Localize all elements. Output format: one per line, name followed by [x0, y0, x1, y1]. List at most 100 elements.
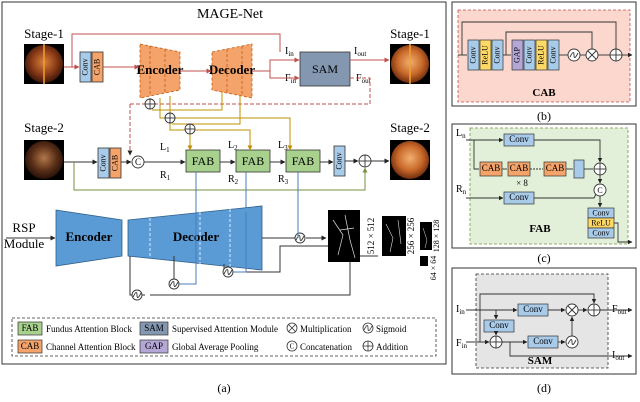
svg-text:Decoder: Decoder — [209, 62, 255, 77]
svg-text:FAB: FAB — [292, 154, 314, 168]
legend-add: Addition — [362, 340, 409, 352]
sigmoid-nodes — [131, 232, 306, 301]
stage1-input-image — [24, 44, 64, 84]
svg-text:CAB: CAB — [546, 163, 565, 173]
panel-c-rn: Rn — [456, 184, 467, 196]
svg-text:Supervised Attention Module: Supervised Attention Module — [172, 324, 278, 334]
stage2-label: Stage-2 — [24, 120, 64, 135]
stage1-encoder: Encoder — [137, 43, 184, 99]
panel-b-frame — [451, 1, 637, 107]
svg-text:Concatenation: Concatenation — [300, 342, 352, 352]
fab-block-1: FAB — [185, 149, 221, 173]
panel-d-mult — [565, 303, 579, 317]
stage2-cab-block: CAB — [109, 147, 122, 179]
scale-128-label: 128 × 128 — [432, 220, 441, 253]
panel-d-f-in: Fin — [456, 338, 468, 350]
svg-text:FAB: FAB — [242, 154, 264, 168]
stage2-final-conv-block: Conv — [333, 145, 346, 177]
panel-c-flow — [466, 137, 633, 245]
svg-text:Conv: Conv — [80, 58, 89, 75]
sam-f-out-label: Fout — [356, 73, 371, 85]
stage2-output-label: Stage-2 — [390, 120, 430, 135]
panel-d-label: (d) — [537, 381, 551, 395]
panel-c-label: (c) — [537, 251, 550, 265]
svg-text:C: C — [135, 157, 141, 167]
svg-text:Encoder: Encoder — [137, 62, 184, 77]
vessel-map-64 — [420, 256, 428, 266]
stage2-conv-block: Conv — [97, 147, 110, 179]
svg-text:CAB: CAB — [92, 59, 101, 75]
legend-sam: SAM Supervised Attention Module — [139, 321, 278, 336]
main-title: MAGE-Net — [197, 7, 263, 22]
panel-d-sigmoid — [565, 335, 579, 349]
stage1-flow-lines — [64, 33, 390, 105]
panel-d-f-out: Fout — [612, 304, 627, 316]
svg-text:ReLU: ReLU — [536, 45, 545, 65]
svg-text:Conv: Conv — [468, 46, 477, 63]
vessel-map-256 — [382, 216, 406, 256]
panel-c-bottom-conv: Conv — [503, 191, 535, 205]
svg-text:Channel Attention Block: Channel Attention Block — [46, 342, 136, 352]
addition-nodes-upper — [144, 98, 196, 135]
svg-text:Addition: Addition — [376, 342, 409, 352]
svg-text:C: C — [597, 186, 602, 195]
stage1-conv-block: Conv — [79, 51, 92, 83]
svg-text:CAB: CAB — [110, 155, 119, 171]
scale-256-label: 256 × 256 — [406, 217, 416, 254]
panel-b-add — [609, 48, 623, 62]
label-r1: R1 — [160, 170, 171, 182]
legend-cab: CAB Channel Attention Block — [17, 339, 136, 354]
label-l2: L2 — [228, 140, 238, 152]
svg-text:GAP: GAP — [145, 341, 163, 351]
svg-text:CAB: CAB — [482, 163, 501, 173]
label-l1: L1 — [160, 142, 170, 154]
panel-d-frame — [451, 267, 637, 375]
panel-d-add-right — [587, 303, 601, 317]
panel-d-conv-top: Conv — [517, 303, 549, 317]
svg-text:Conv: Conv — [509, 134, 529, 144]
sam-i-out-label: Iout — [354, 46, 366, 58]
stage1-sam-block: SAM — [299, 51, 351, 87]
svg-text:Multiplication: Multiplication — [300, 324, 352, 334]
panel-d-add-left — [489, 335, 503, 349]
fab-block-3: FAB — [285, 149, 321, 173]
stage2-flow-lines — [64, 104, 390, 165]
label-r2: R2 — [228, 174, 239, 186]
panel-a-label: (a) — [217, 381, 230, 395]
svg-text:Conv: Conv — [592, 208, 609, 217]
svg-text:ReLU: ReLU — [480, 45, 489, 65]
stage1-cab-block: CAB — [91, 51, 104, 83]
panel-d-i-out: Iout — [612, 350, 624, 362]
svg-text:Conv: Conv — [334, 152, 343, 169]
rsp-decoder: Decoder — [127, 205, 263, 271]
svg-text:× 8: × 8 — [516, 178, 528, 188]
svg-text:Conv: Conv — [524, 46, 533, 63]
svg-text:Conv: Conv — [533, 336, 553, 346]
svg-text:CAB: CAB — [510, 163, 529, 173]
rsp-encoder: Encoder — [55, 209, 123, 267]
svg-text:FAB: FAB — [22, 323, 39, 333]
svg-text:GAP: GAP — [512, 46, 521, 63]
svg-text:Conv: Conv — [523, 304, 543, 314]
addition-node-stage2-output — [358, 154, 372, 168]
svg-text:Conv: Conv — [98, 154, 107, 171]
panel-b-blocks: Conv ReLU Conv GAP Conv ReLU Conv — [467, 39, 560, 71]
panel-a-frame — [1, 1, 447, 365]
panel-c-frame — [451, 123, 637, 249]
fab-block-2: FAB — [235, 149, 271, 173]
svg-text:Conv: Conv — [592, 228, 609, 237]
svg-text:ReLU: ReLU — [591, 218, 611, 227]
stage2-input-image — [24, 140, 64, 180]
svg-text:Encoder: Encoder — [66, 229, 113, 244]
svg-text:Conv: Conv — [489, 320, 509, 330]
svg-text:SAM: SAM — [312, 62, 338, 76]
stage1-label: Stage-1 — [24, 26, 64, 41]
svg-text:SAM: SAM — [144, 323, 164, 333]
svg-text:Conv: Conv — [492, 46, 501, 63]
legend-fab: FAB Fundus Attention Block — [17, 321, 133, 336]
scale-64-label: 64 × 64 — [429, 256, 438, 281]
sam-i-in-label: Iin — [285, 46, 294, 58]
label-l3: L3 — [278, 140, 288, 152]
svg-text:FAB: FAB — [192, 154, 214, 168]
svg-text:Conv: Conv — [548, 46, 557, 63]
